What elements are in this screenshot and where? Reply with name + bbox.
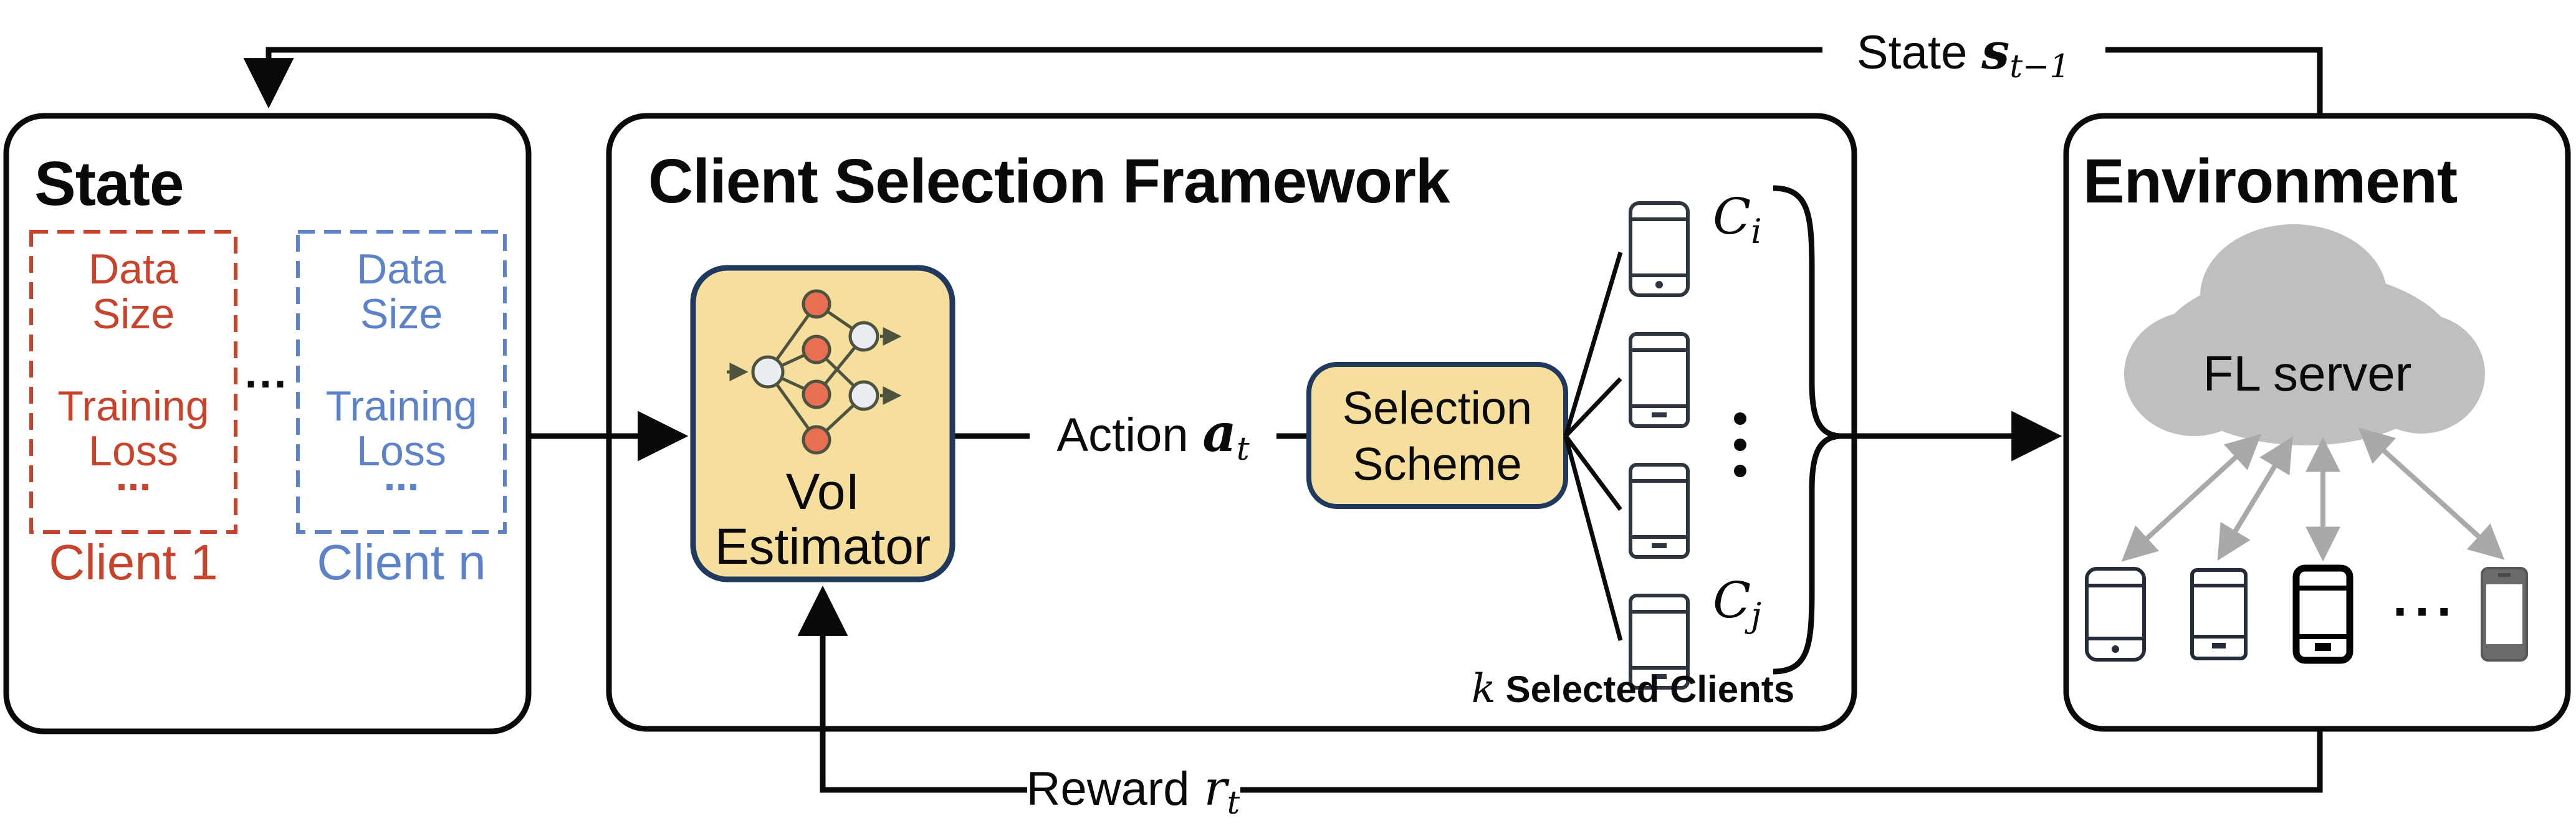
client-j-subscript: j (1751, 596, 1762, 635)
neural-network-icon (727, 289, 902, 455)
state-feedback-line-left (243, 47, 1822, 109)
k-symbol: k (1471, 666, 1496, 712)
phone-icon (1629, 594, 1690, 690)
state-feedback-symbol: s (1981, 21, 2010, 80)
server-device-arrows (2121, 427, 2505, 562)
action-symbol: a (1202, 401, 1237, 463)
phone-icon (1629, 201, 1690, 297)
client1-feature-training: Training (57, 382, 209, 430)
environment-devices-ellipsis: ... (2392, 568, 2459, 627)
client1-panel (29, 230, 237, 534)
client-j-symbol: C (1713, 571, 1751, 629)
fl-server-label: FL server (2203, 346, 2412, 401)
curly-brace (1773, 185, 1841, 675)
framework-box-title: Client Selection Framework (648, 146, 1450, 216)
client1-feature-size: Size (92, 290, 175, 338)
phone-dark-icon (2481, 567, 2528, 662)
tablet-icon (2085, 567, 2146, 662)
voi-estimator-line2: Estimator (714, 518, 931, 575)
client-n-label: Client n (317, 534, 486, 590)
selection-fan-lines (1563, 251, 1623, 641)
selected-phone-icons (1629, 201, 1690, 690)
client-i-symbol: C (1713, 187, 1751, 245)
reward-line-left (797, 585, 1027, 793)
client1-feature-more: ... (115, 452, 151, 500)
phone-bold-icon (2292, 564, 2353, 664)
phone-icon (1629, 463, 1690, 559)
client1-label: Client 1 (49, 534, 218, 590)
selection-scheme-line1: Selection (1342, 382, 1533, 434)
cloud-icon (2124, 224, 2485, 445)
client-n-panel (296, 230, 507, 534)
state-feedback-prefix: State (1856, 26, 1968, 79)
state-feedback-line-right (2105, 47, 2323, 116)
tablet-icon (2190, 568, 2248, 660)
vertical-ellipsis-icon (1734, 412, 1746, 477)
client-n-feature-training: Training (325, 382, 477, 430)
environment-box-title: Environment (2083, 146, 2458, 216)
client1-feature-loss: Loss (89, 427, 178, 475)
client-i-subscript: i (1751, 212, 1762, 252)
voi-estimator-box (690, 265, 955, 582)
action-subscript: t (1236, 430, 1250, 468)
reward-symbol: r (1204, 760, 1227, 817)
client-n-feature-loss: Loss (357, 427, 446, 475)
phone-icon (1629, 332, 1690, 428)
action-prefix: Action (1056, 408, 1189, 462)
client-n-feature-data: Data (357, 245, 446, 293)
voi-estimator-line1: VoI (785, 463, 860, 520)
selection-scheme-line2: Scheme (1353, 438, 1522, 490)
client-n-feature-size: Size (360, 290, 443, 338)
client-j-label: Cj (1713, 571, 1761, 635)
state-box-title: State (34, 149, 184, 219)
environment-device-icons (2085, 564, 2528, 664)
state-feedback-subscript: t−1 (2009, 48, 2071, 86)
k-caption-text: Selected Clients (1505, 668, 1795, 710)
client-selection-framework-box (606, 113, 1857, 732)
reward-prefix: Reward (1026, 762, 1190, 815)
reward-line-right (1240, 729, 2323, 793)
reward-subscript: t (1227, 784, 1240, 822)
client-i-label: Ci (1713, 188, 1762, 251)
between-clients-ellipsis: ... (244, 348, 289, 397)
state-box (3, 113, 532, 734)
client-n-feature-more: ... (383, 452, 419, 500)
client1-feature-data: Data (89, 245, 178, 293)
